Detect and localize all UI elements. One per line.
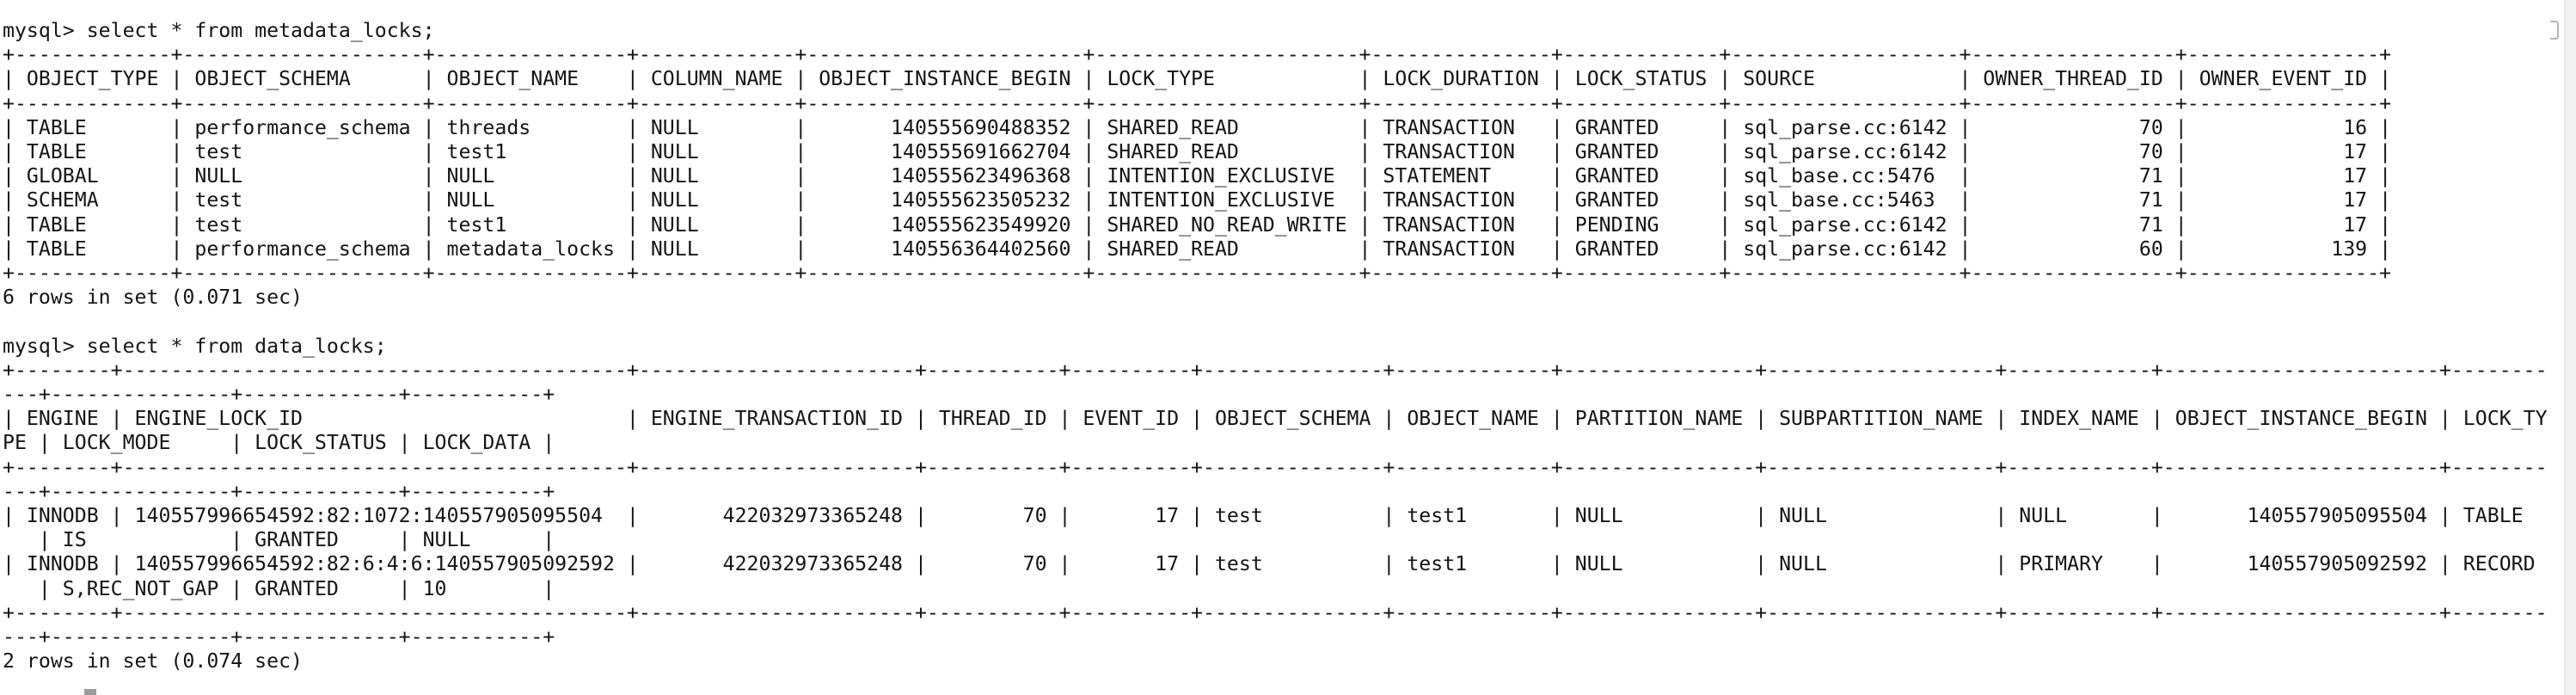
scrollbar-thumb[interactable] bbox=[2550, 21, 2559, 40]
scrollbar-track[interactable] bbox=[2564, 0, 2576, 695]
terminal-output: mysql> select * from metadata_locks; +--… bbox=[3, 19, 2548, 673]
text-cursor bbox=[84, 689, 96, 695]
